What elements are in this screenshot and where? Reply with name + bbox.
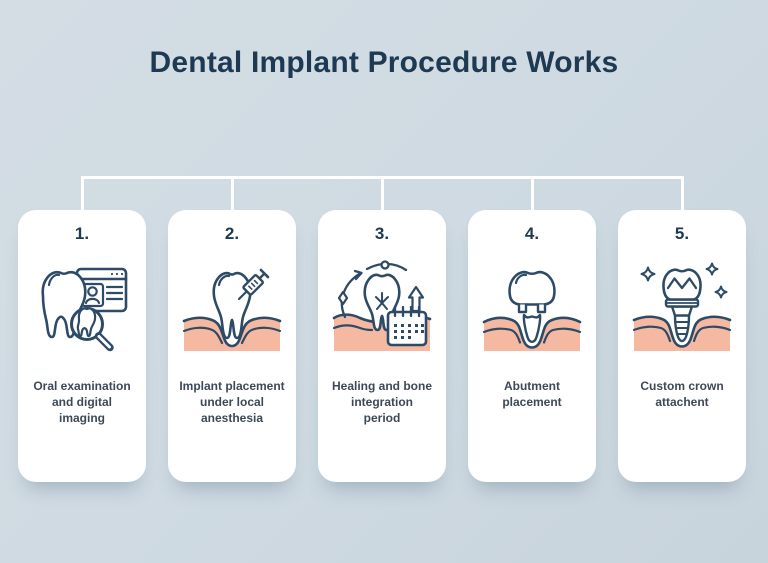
step-card-3: 3. (318, 210, 446, 482)
step-number: 1. (74, 224, 90, 243)
step-number: 3. (374, 224, 390, 243)
step-label: Healing and bone integration period (331, 379, 432, 426)
connector-drop-line-2 (231, 176, 234, 212)
step-label: Custom crown attachent (640, 379, 724, 410)
crown-abutment-gum-icon (480, 252, 584, 364)
crown-implant-sparkle-icon (630, 252, 734, 364)
connector-drop-line-5 (681, 176, 684, 212)
tooth-healing-calendar-icon (330, 252, 434, 364)
tooth-magnifier-record-icon (30, 252, 134, 364)
step-number: 2. (224, 224, 240, 243)
step-card-1: 1. (18, 210, 146, 482)
step-label: Implant placement under local anesthesia (179, 379, 285, 426)
step-number: 5. (674, 224, 690, 243)
step-label: Oral examination and digital imaging (33, 379, 131, 426)
step-card-4: 4. Abutment placement (468, 210, 596, 482)
step-card-2: 2. (168, 210, 296, 482)
page-title: Dental Implant Procedure Works (149, 46, 619, 79)
connector-drop-line-4 (531, 176, 534, 212)
connector-drop-line-1 (81, 176, 84, 212)
step-card-5: 5. (618, 210, 746, 482)
step-number: 4. (524, 224, 540, 243)
steps-row: 1. (18, 210, 746, 482)
tooth-syringe-gum-icon (180, 252, 284, 364)
connector-drop-line-3 (381, 176, 384, 212)
step-label: Abutment placement (502, 379, 562, 410)
